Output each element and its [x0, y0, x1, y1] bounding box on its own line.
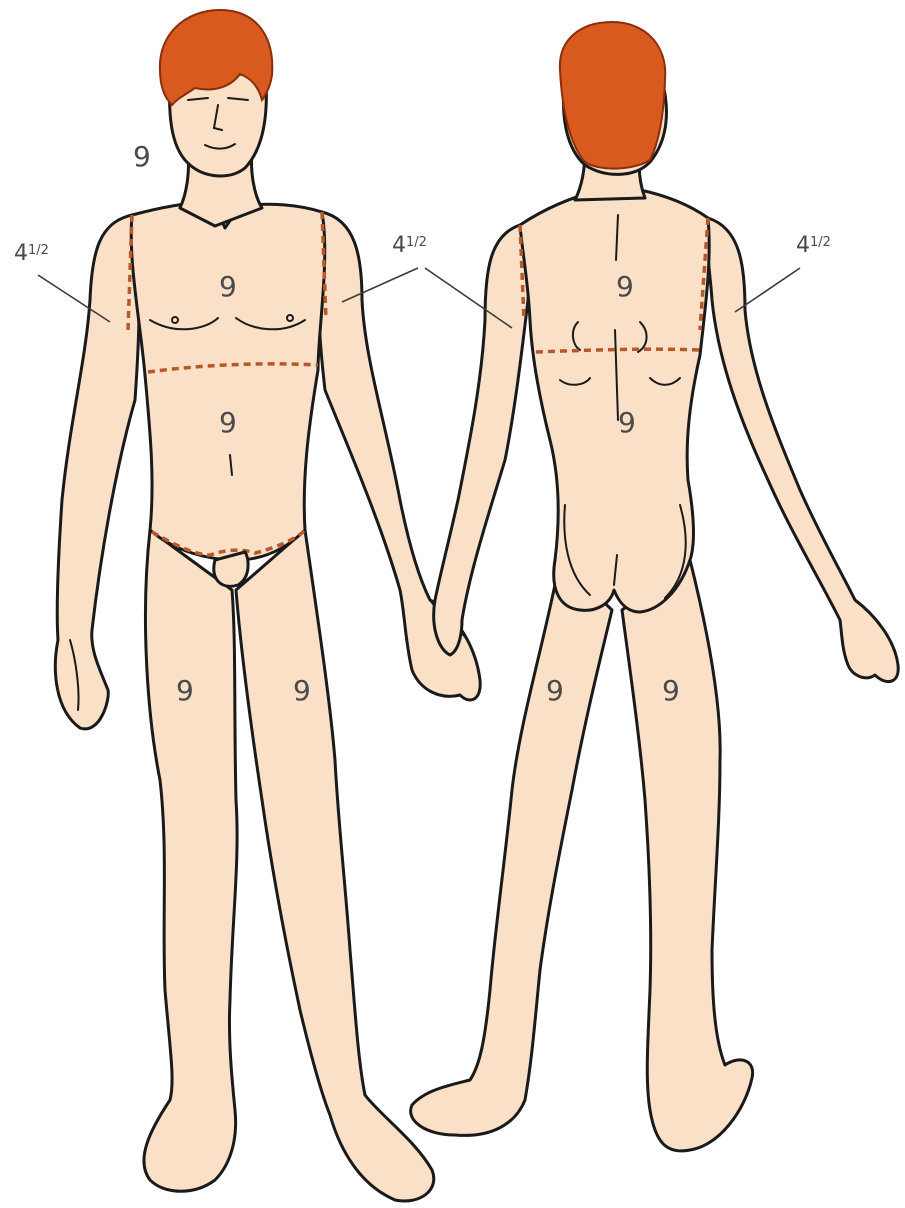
label-arm-2-fraction: 1/2 [406, 235, 427, 250]
label-arm-1: 41/2 [14, 241, 49, 266]
back-torso [520, 190, 709, 612]
front-figure [55, 10, 480, 1201]
label-arm-2: 41/2 [392, 233, 427, 258]
label-front-thigh-right: 9 [176, 674, 194, 707]
back-right-leg [622, 560, 753, 1151]
label-back-lower: 9 [618, 406, 636, 439]
label-back-upper: 9 [616, 270, 634, 303]
label-arm-3: 41/2 [796, 233, 831, 258]
label-arm-1-fraction: 1/2 [28, 243, 49, 258]
back-left-arm [434, 225, 529, 655]
back-right-arm [707, 218, 898, 682]
front-torso [131, 203, 325, 560]
label-arm-2-whole: 4 [392, 233, 406, 258]
label-head: 9 [133, 140, 151, 173]
label-chest: 9 [219, 270, 237, 303]
label-arm-3-whole: 4 [796, 233, 810, 258]
back-hair [560, 22, 665, 169]
label-arm-1-whole: 4 [14, 241, 28, 266]
label-arm-3-fraction: 1/2 [810, 235, 831, 250]
label-abdomen: 9 [219, 406, 237, 439]
label-front-thigh-left: 9 [293, 674, 311, 707]
label-back-thigh-right: 9 [662, 674, 680, 707]
back-figure [411, 22, 899, 1151]
label-back-thigh-left: 9 [546, 674, 564, 707]
front-right-leg [144, 530, 237, 1191]
front-right-arm [55, 215, 139, 729]
